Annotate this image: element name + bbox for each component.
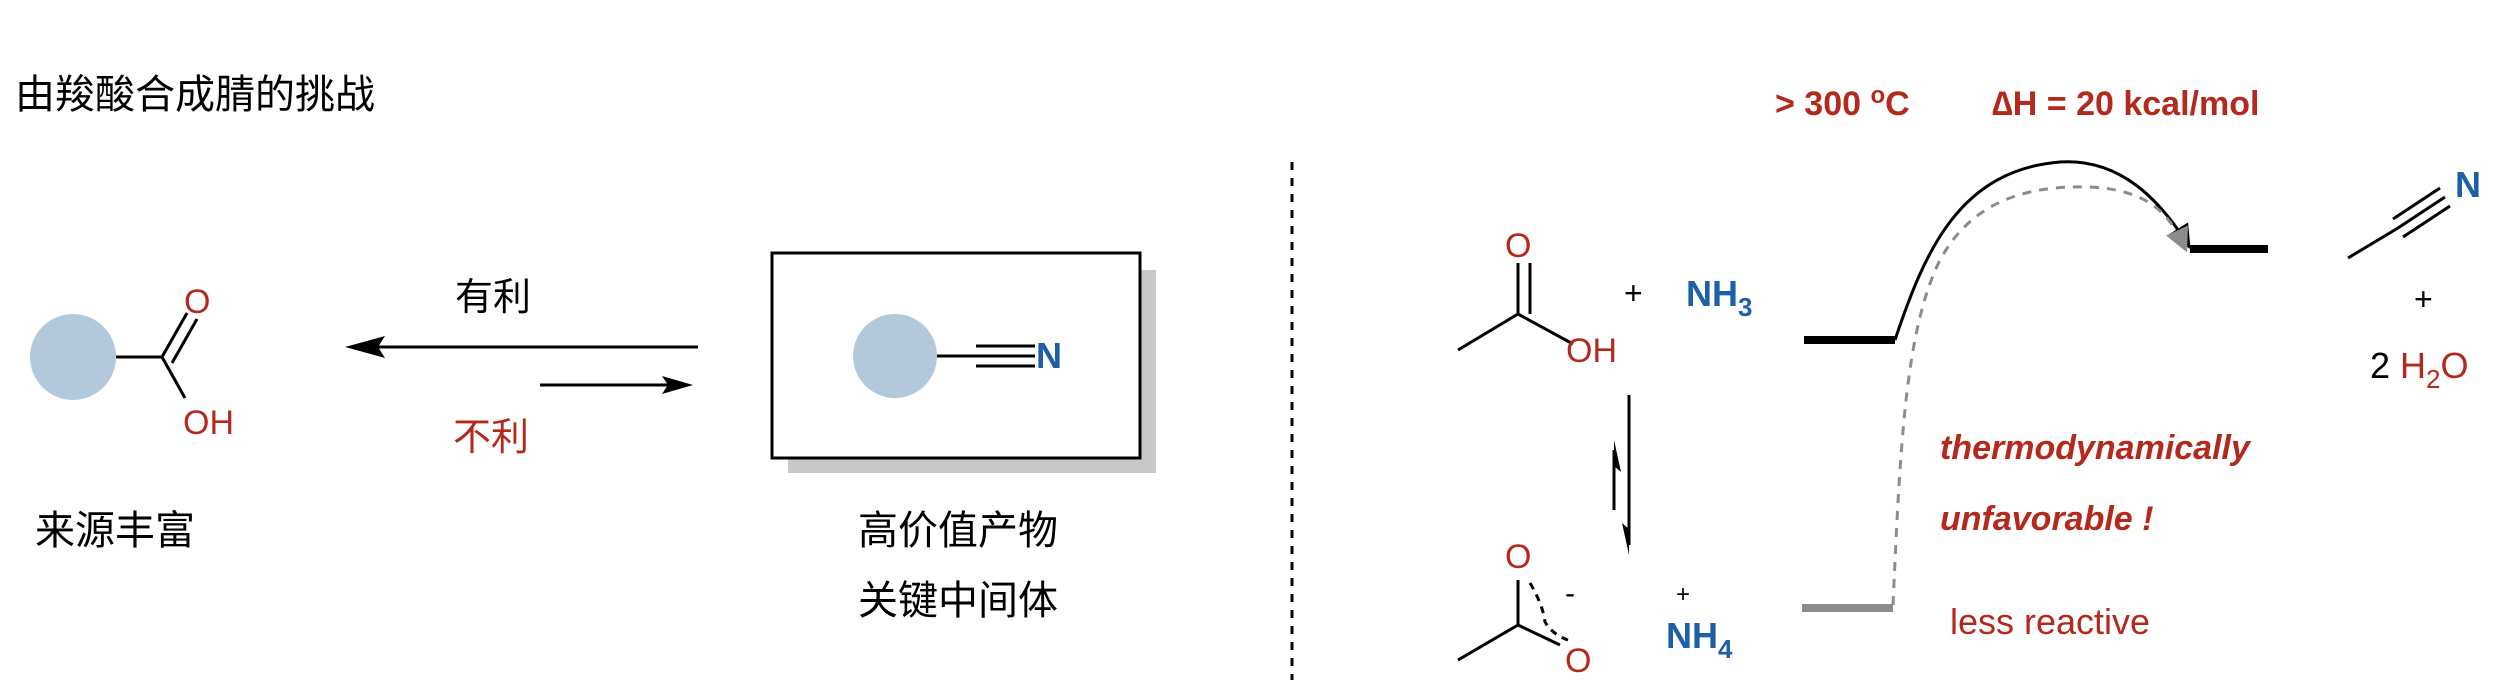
acetic-oxygen-label: O [1505, 227, 1531, 265]
favorable-label: 有利 [455, 275, 531, 319]
ammonia-label: NH3 [1686, 273, 1752, 322]
unfavorable-label: 不利 [453, 415, 529, 459]
acetate-structure: O O - [1457, 538, 1591, 680]
carboxylic-acid-structure: O OH [30, 283, 234, 442]
acetate-charge: - [1565, 577, 1575, 610]
conditions-label: > 300 oC [1775, 82, 1910, 123]
nitrile-box: N [770, 251, 1156, 473]
energy-diagram [1802, 160, 2268, 612]
nitrile-nitrogen-label: N [1036, 335, 1062, 376]
reaction-barrier-curve [1893, 160, 2191, 341]
nitrile-caption-line1: 高价值产物 [858, 508, 1058, 554]
acetate-oxygen-bottom: O [1565, 642, 1591, 680]
substituent-circle-icon [853, 314, 937, 398]
acetonitrile-nitrogen-label: N [2455, 164, 2481, 205]
acetonitrile-structure: N [2347, 164, 2481, 260]
acetic-hydroxyl-label: OH [1566, 332, 1617, 370]
acid-caption: 来源丰富 [35, 508, 195, 554]
thermo-label-line2: unfavorable ! [1940, 500, 2153, 538]
nitrile-caption-line2: 关键中间体 [858, 578, 1058, 624]
ammonium-label: NH4 [1666, 615, 1733, 664]
enthalpy-label: ∆H = 20 kcal/mol [1992, 85, 2259, 123]
ammonium-charge: + [1676, 581, 1690, 608]
acetic-acid-structure: O OH [1457, 227, 1617, 370]
water-label: 2 H2O [2370, 345, 2469, 394]
substituent-circle-icon [30, 314, 116, 400]
product-plus-sign: + [2414, 281, 2433, 317]
plus-sign: + [1624, 275, 1643, 311]
acid-oxygen-label: O [184, 283, 210, 321]
acid-hydroxyl-label: OH [183, 404, 234, 442]
acetate-oxygen-top: O [1505, 538, 1531, 576]
vertical-equilibrium-arrows [1612, 395, 1631, 555]
salt-pathway-curve [1891, 185, 2188, 606]
page-title: 由羧酸合成腈的挑战 [15, 72, 375, 118]
equilibrium-arrows [345, 336, 698, 394]
less-reactive-label: less reactive [1950, 601, 2150, 642]
thermo-label-line1: thermodynamically [1940, 429, 2252, 467]
